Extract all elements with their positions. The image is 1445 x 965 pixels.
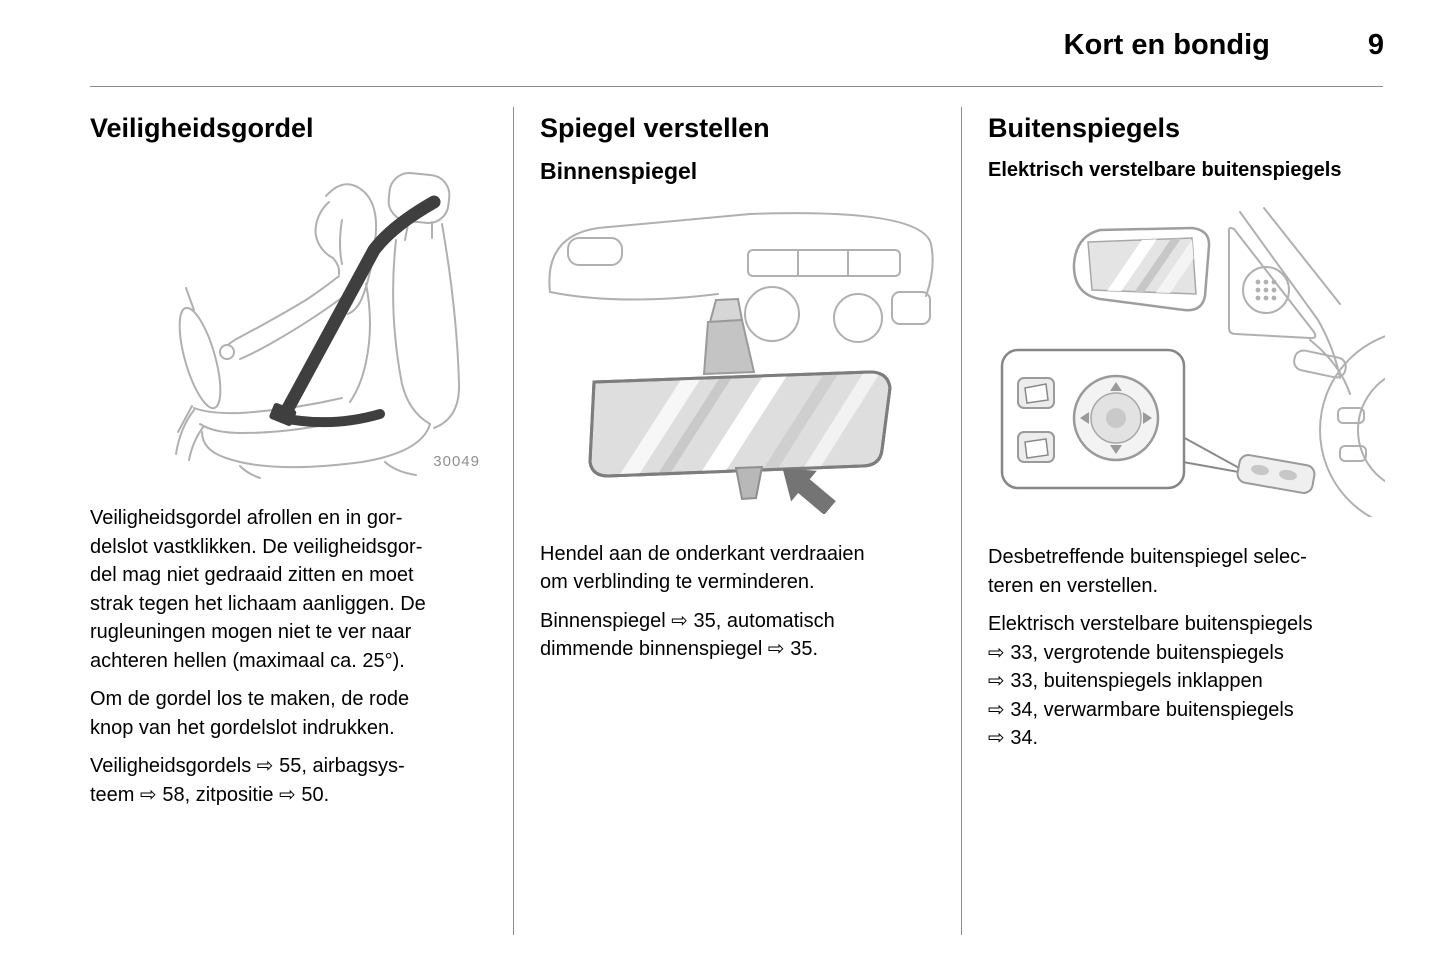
- section-title-mirror-adjust: Spiegel verstellen: [540, 113, 770, 143]
- section-title-exterior-mirrors: Buitenspiegels: [988, 113, 1181, 143]
- header-rule: [90, 86, 1383, 87]
- pointer-arrow-icon: [782, 468, 836, 514]
- paragraph: Desbetreffende buitenspiegel selec- tere…: [988, 546, 1307, 597]
- section-title-seatbelt: Veiligheidsgordel: [90, 113, 314, 143]
- paragraph-cross-references: Binnenspiegel ⇨ 35, automatisch dimmende…: [540, 609, 835, 661]
- paragraph: Veiligheidsgordel afrollen en in gor- de…: [90, 507, 426, 672]
- paragraph: Om de gordel los te maken, de rode knop …: [90, 688, 410, 739]
- speaker-icon: [1242, 266, 1290, 315]
- seatbelt-text: Veiligheidsgordel afrollen en in gor- de…: [90, 504, 488, 809]
- exterior-mirror-text: Desbetreffende buitenspiegel selec- tere…: [988, 543, 1385, 753]
- column-seatbelt: Veiligheidsgordel: [90, 112, 488, 819]
- exterior-mirror-drawing: [1000, 207, 1385, 518]
- page-number: 9: [1367, 29, 1384, 61]
- seatbelt-drawing: [175, 172, 461, 480]
- interior-mirror-drawing: [548, 212, 934, 514]
- subsection-title-inside-mirror: Binnenspiegel: [540, 158, 698, 185]
- subsection-title-power-mirrors: Elektrisch verstelbare buitenspiegels: [988, 159, 1342, 182]
- interior-mirror-text: Hendel aan de onderkant verdraaien om ve…: [540, 540, 937, 664]
- paragraph: Hendel aan de onderkant verdraaien om ve…: [540, 542, 865, 594]
- figure-number: 30049: [433, 453, 480, 471]
- interior-mirror-illustration: [540, 204, 937, 514]
- seatbelt-illustration: 30049: [90, 160, 488, 480]
- page-header: Kort en bondig 9: [90, 29, 1384, 62]
- chapter-title: Kort en bondig: [1063, 29, 1270, 61]
- column-exterior-mirrors: Buitenspiegels Elektrisch verstelbare bu…: [988, 112, 1385, 763]
- column-interior-mirror: Spiegel verstellen Binnenspiegel: [540, 112, 937, 674]
- exterior-mirror-illustration: [988, 202, 1385, 518]
- column-divider-1: [513, 107, 514, 935]
- paragraph-cross-references: Elektrisch verstelbare buitenspiegels ⇨ …: [988, 613, 1313, 750]
- column-divider-2: [961, 107, 962, 935]
- paragraph-cross-references: Veiligheidsgordels ⇨ 55, airbagsys- teem…: [90, 755, 405, 806]
